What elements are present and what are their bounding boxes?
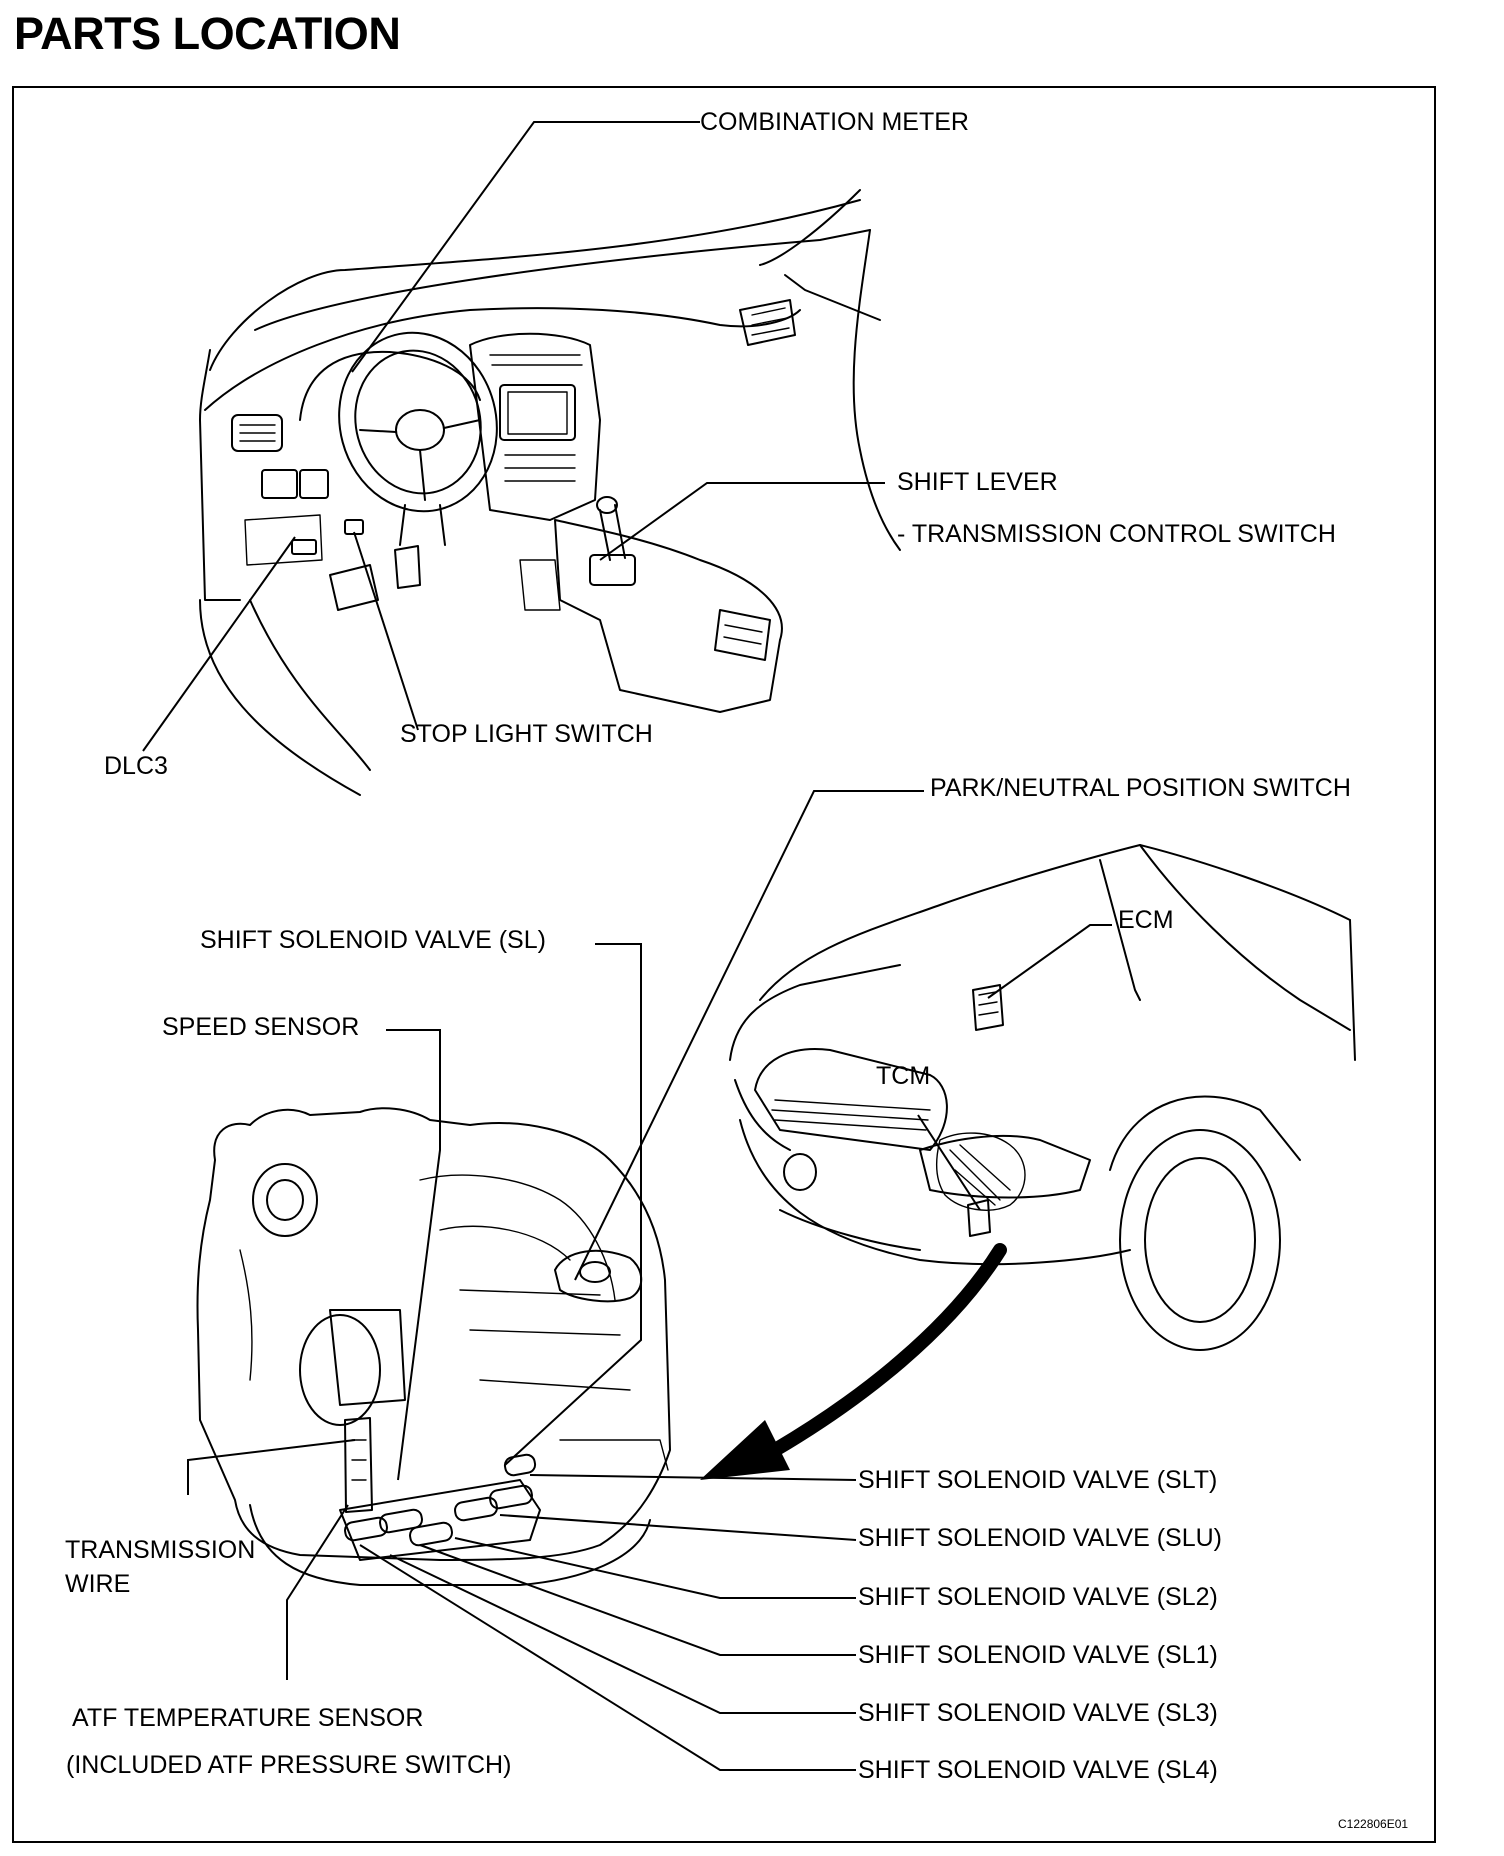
page-title: PARTS LOCATION [14,8,401,59]
label-stop-light-switch: STOP LIGHT SWITCH [400,720,653,748]
label-tcm: TCM [876,1062,931,1090]
transmission-illustration [196,1107,671,1586]
label-speed-sensor: SPEED SENSOR [162,1013,360,1041]
label-shift-lever: SHIFT LEVER [897,468,1058,496]
label-dlc3: DLC3 [104,752,168,780]
label-park-neutral-position-switch: PARK/NEUTRAL POSITION SWITCH [930,774,1351,802]
label-combination-meter: COMBINATION METER [700,108,969,136]
label-shift-solenoid-valve-sl2: SHIFT SOLENOID VALVE (SL2) [858,1583,1218,1611]
label-transmission-wire-line2: WIRE [65,1570,131,1598]
label-atf-pressure-switch: (INCLUDED ATF PRESSURE SWITCH) [66,1751,512,1779]
label-atf-temperature-sensor: ATF TEMPERATURE SENSOR [72,1704,424,1732]
vehicle-front-illustration [729,844,1356,1351]
label-shift-solenoid-valve-sl3: SHIFT SOLENOID VALVE (SL3) [858,1699,1218,1727]
label-transmission-wire-line1: TRANSMISSION [65,1536,256,1564]
label-shift-solenoid-valve-sl1: SHIFT SOLENOID VALVE (SL1) [858,1641,1218,1669]
arrow-icon [700,1243,1007,1480]
label-ecm: ECM [1118,906,1174,934]
label-shift-solenoid-valve-slu: SHIFT SOLENOID VALVE (SLU) [858,1524,1222,1552]
figure-code: C122806E01 [1338,1817,1409,1831]
label-transmission-control-switch: - TRANSMISSION CONTROL SWITCH [897,520,1336,548]
label-shift-solenoid-valve-sl4: SHIFT SOLENOID VALVE (SL4) [858,1756,1218,1784]
label-shift-solenoid-valve-slt: SHIFT SOLENOID VALVE (SLT) [858,1466,1218,1494]
leader-lines [142,121,1112,1771]
diagram-frame [12,86,1436,1843]
dashboard-illustration [199,189,901,796]
label-shift-solenoid-valve-sl: SHIFT SOLENOID VALVE (SL) [200,926,546,954]
